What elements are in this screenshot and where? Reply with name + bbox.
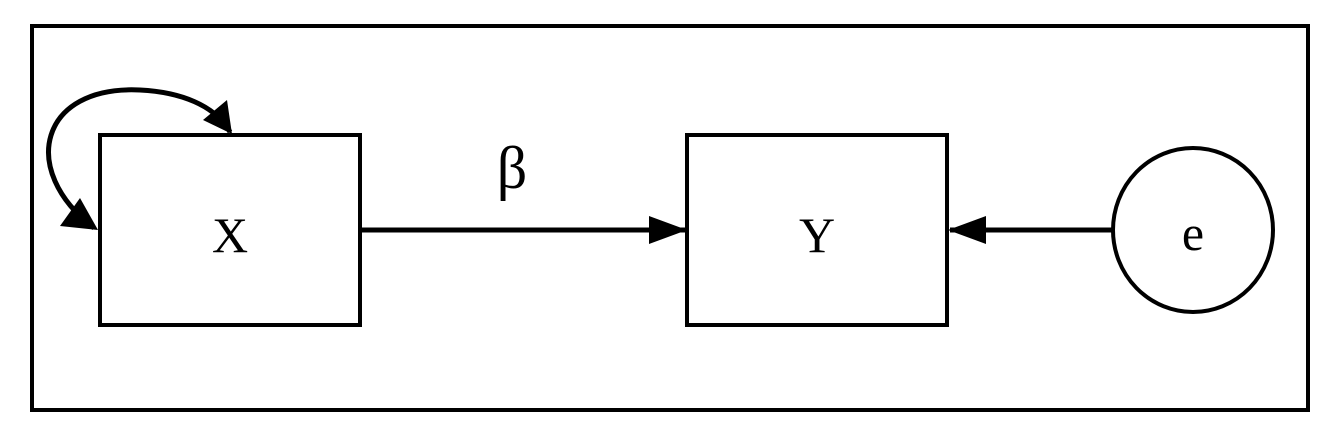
node-y-box: [685, 133, 949, 327]
diagram-frame: [30, 24, 1310, 412]
node-e: e: [1111, 146, 1275, 314]
node-y-label: Y: [799, 207, 835, 263]
edge-x-self-loop: [46, 87, 233, 230]
node-x-label: X: [212, 207, 248, 263]
self-loop-curve: [46, 87, 233, 230]
node-y: Y: [685, 133, 949, 327]
self-loop-arrowhead-bottom: [60, 198, 98, 230]
node-x-box: [98, 133, 362, 327]
self-loop-arrowhead-top: [203, 100, 232, 134]
edge-beta-label: β: [497, 135, 528, 201]
node-x: X: [98, 133, 362, 327]
node-e-label: e: [1182, 205, 1204, 261]
edge-x-to-y: β: [360, 135, 687, 244]
node-e-ellipse: [1111, 146, 1275, 314]
